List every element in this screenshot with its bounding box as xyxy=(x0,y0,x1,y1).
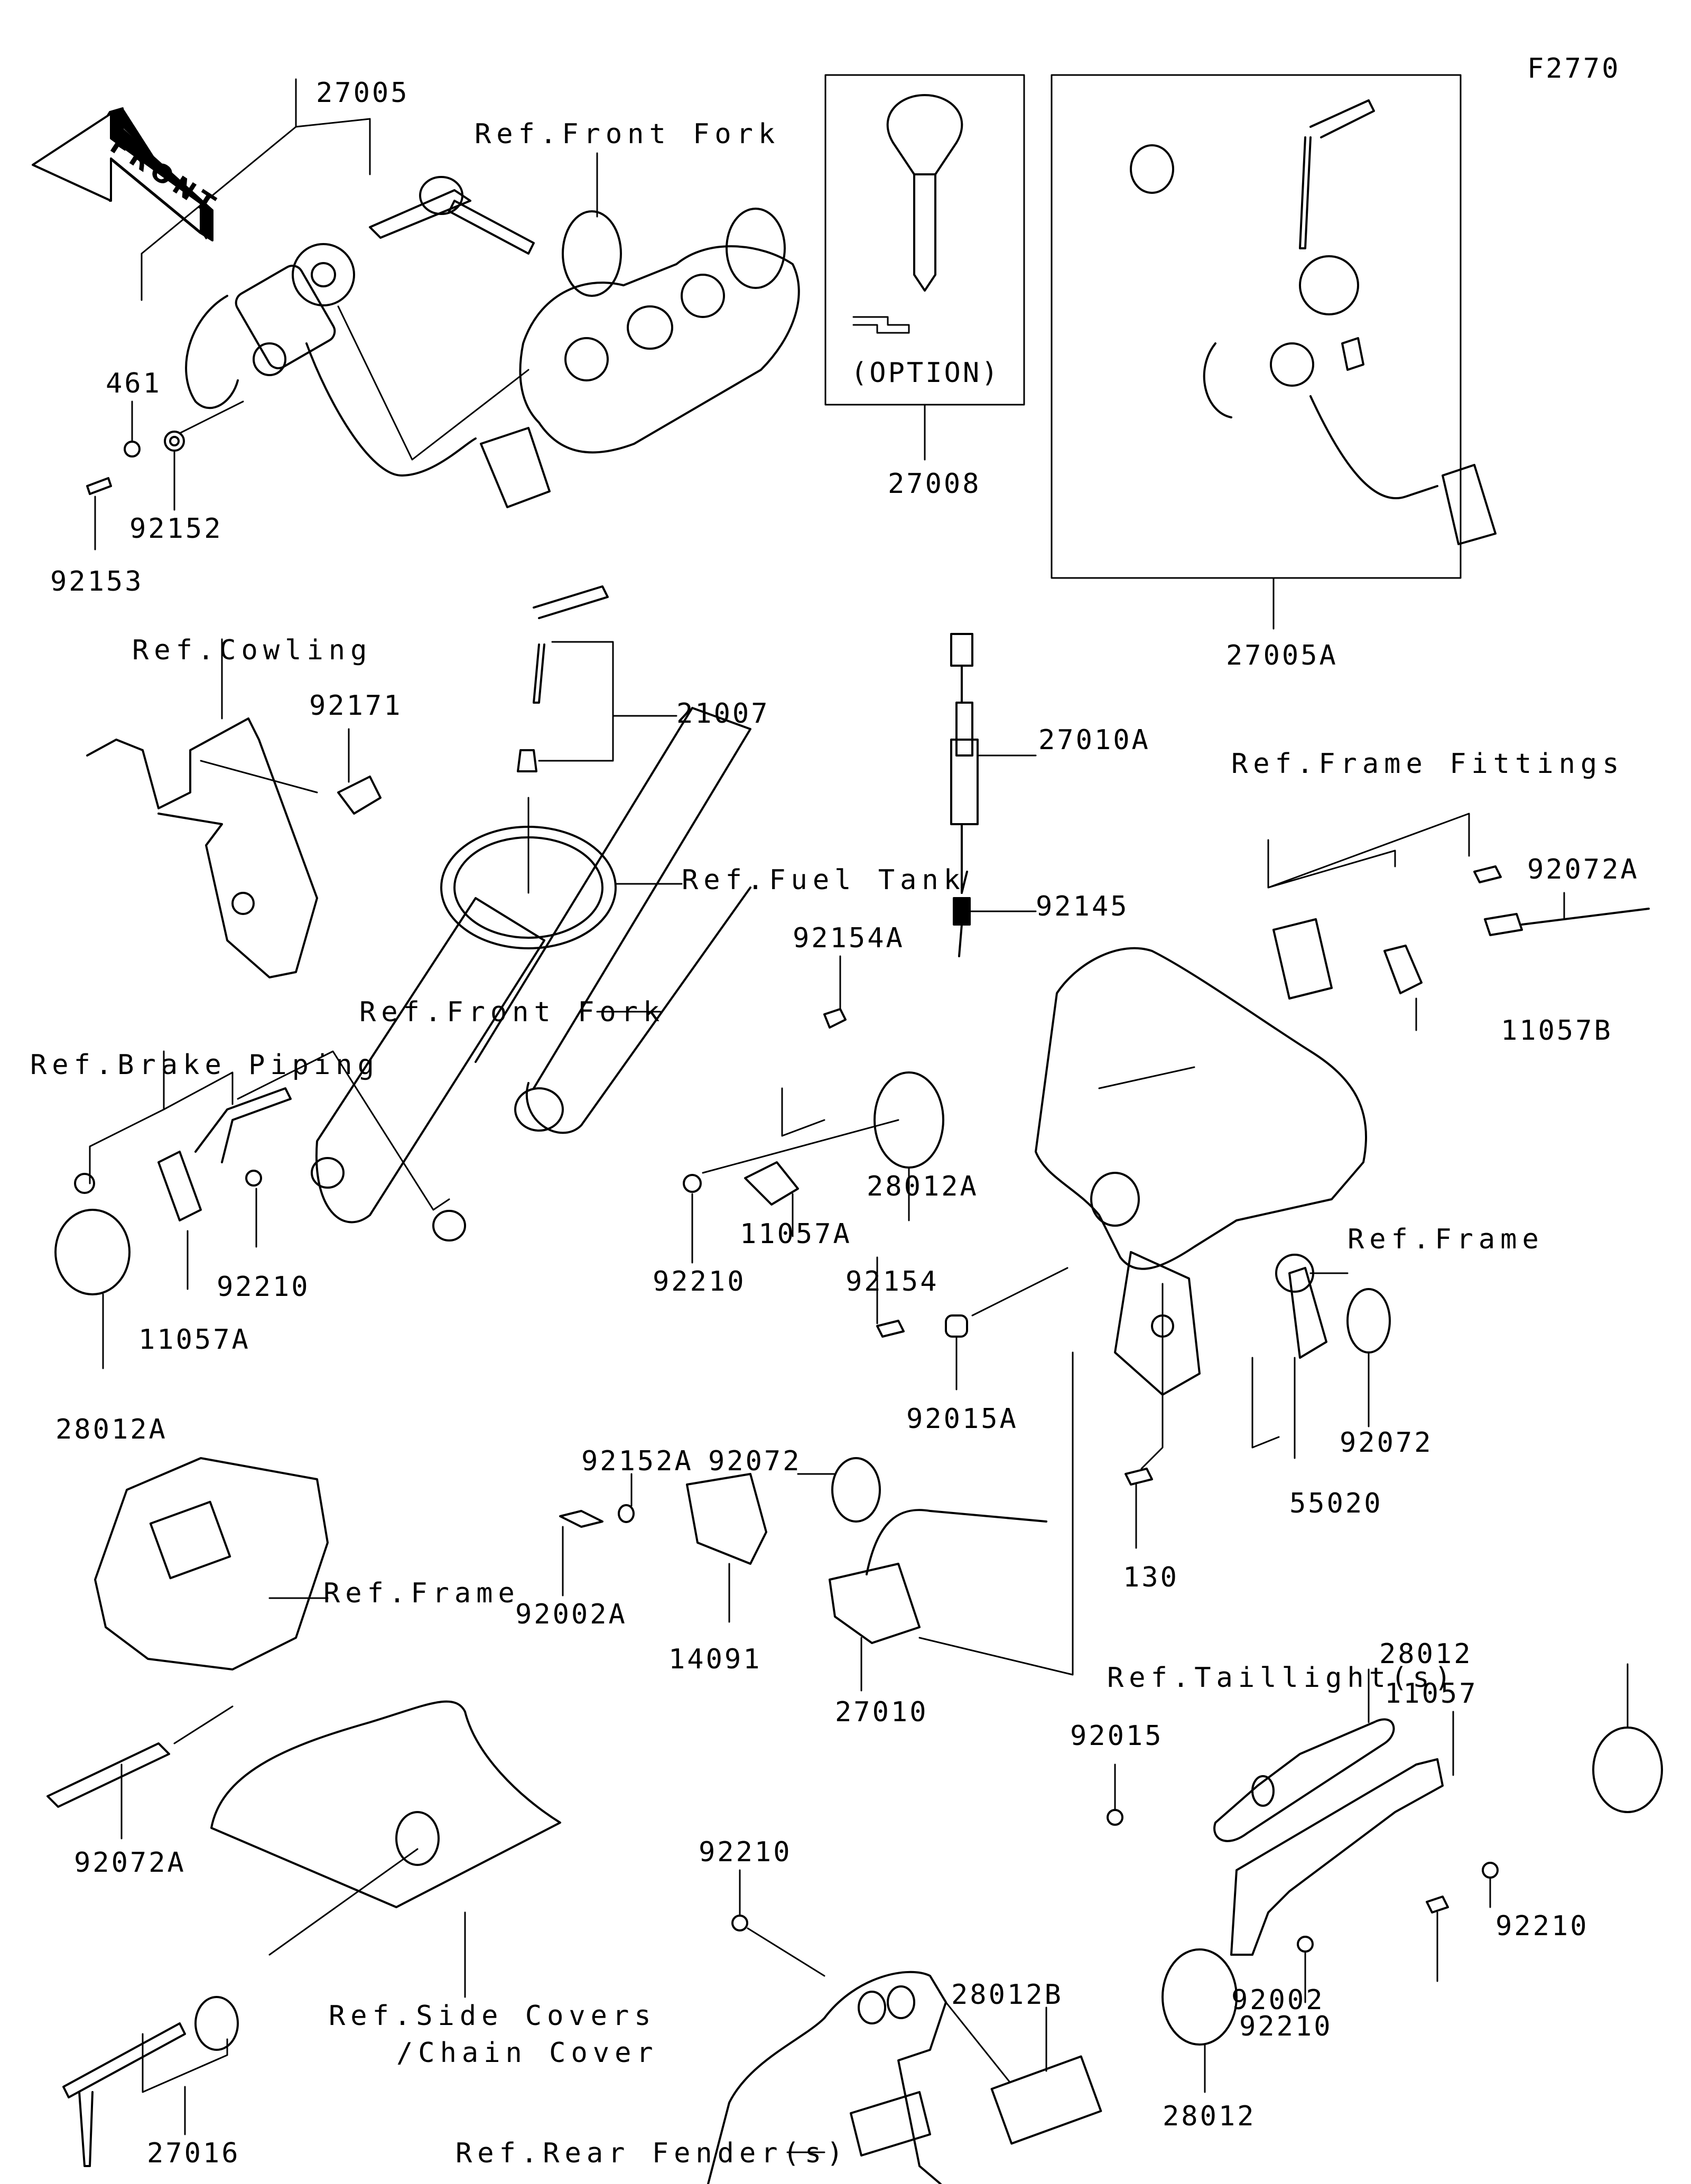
ref-chain-cover[interactable]: /Chain Cover xyxy=(396,2037,658,2069)
part-number-14091[interactable]: 14091 xyxy=(668,1644,762,1675)
frame-section-icon xyxy=(1035,947,1368,1396)
ref-front-fork-top[interactable]: Ref.Front Fork xyxy=(475,118,781,150)
part-number-27010[interactable]: 27010 xyxy=(835,1696,928,1728)
fastener-icons xyxy=(86,400,244,550)
part-number-11057A-mid[interactable]: 11057A xyxy=(740,1218,852,1250)
ref-frame-left[interactable]: Ref.Frame xyxy=(323,1578,520,1609)
part-number-28012-top[interactable]: 28012 xyxy=(1379,1638,1473,1670)
part-number-92002A[interactable]: 92002A xyxy=(515,1599,627,1630)
sidestand-hardware-icon xyxy=(876,1256,1391,1549)
part-number-92152[interactable]: 92152 xyxy=(129,513,223,545)
side-cover-icon xyxy=(62,1700,561,2167)
ref-frame-right[interactable]: Ref.Frame xyxy=(1348,1224,1544,1255)
frame-fittings-bracket-icon xyxy=(1267,813,1650,1031)
part-number-27005A[interactable]: 27005A xyxy=(1226,640,1338,671)
ref-taillights[interactable]: Ref.Taillight(s) xyxy=(1107,1662,1456,1694)
part-number-130[interactable]: 130 xyxy=(1123,1562,1179,1593)
ref-brake-piping[interactable]: Ref.Brake Piping xyxy=(30,1049,379,1081)
ref-frame-fittings[interactable]: Ref.Frame Fittings xyxy=(1231,748,1624,780)
part-number-55020[interactable]: 55020 xyxy=(1289,1488,1383,1519)
part-number-28012A-left[interactable]: 28012A xyxy=(55,1414,168,1445)
part-number-92153[interactable]: 92153 xyxy=(50,566,144,598)
part-number-92072A-bottom[interactable]: 92072A xyxy=(74,1847,186,1879)
part-number-92210-left[interactable]: 92210 xyxy=(217,1271,310,1303)
ref-rear-fenders[interactable]: Ref.Rear Fender(s) xyxy=(456,2138,849,2169)
kit-box-frame xyxy=(1051,74,1462,579)
ref-side-covers[interactable]: Ref.Side Covers xyxy=(329,2000,656,2032)
part-number-92072A-top[interactable]: 92072A xyxy=(1527,854,1639,885)
ref-front-fork-mid[interactable]: Ref.Front Fork xyxy=(359,996,665,1028)
front-arrow-icon xyxy=(32,107,213,241)
option-box-frame xyxy=(824,74,1025,406)
part-number-27010A[interactable]: 27010A xyxy=(1038,724,1150,756)
part-number-11057[interactable]: 11057 xyxy=(1385,1678,1478,1710)
part-number-28012B[interactable]: 28012B xyxy=(951,1979,1063,2011)
option-key-icon xyxy=(852,94,963,334)
part-number-92210-fender[interactable]: 92210 xyxy=(699,1836,792,1868)
part-number-92015[interactable]: 92015 xyxy=(1070,1720,1164,1752)
part-number-27005[interactable]: 27005 xyxy=(316,77,410,109)
rear-reflector-bracket-icon xyxy=(1107,1663,1663,2093)
part-number-27008[interactable]: 27008 xyxy=(888,468,981,500)
steering-stem-head-icon xyxy=(519,152,800,454)
side-reflector-bracket-icon xyxy=(683,955,944,1264)
figure-code: F2770 xyxy=(1527,53,1621,85)
part-number-92210-mid[interactable]: 92210 xyxy=(653,1266,746,1298)
part-number-92072-right[interactable]: 92072 xyxy=(1340,1427,1433,1459)
part-number-21007[interactable]: 21007 xyxy=(676,698,770,730)
part-number-92002[interactable]: 92002 xyxy=(1231,1984,1325,2016)
part-number-28012A-mid[interactable]: 28012A xyxy=(867,1171,979,1202)
rear-frame-icon xyxy=(47,1457,329,1840)
part-number-92152A[interactable]: 92152A xyxy=(581,1445,693,1477)
kit-contents-icon xyxy=(1130,99,1497,545)
part-number-92154A[interactable]: 92154A xyxy=(793,922,905,954)
option-label: (OPTION) xyxy=(851,357,1000,389)
part-number-27016[interactable]: 27016 xyxy=(147,2138,240,2169)
part-number-92015A[interactable]: 92015A xyxy=(906,1403,1018,1435)
front-fork-icon xyxy=(311,707,751,1242)
rear-fender-icon xyxy=(707,1869,1102,2184)
fuel-cap-assembly-icon xyxy=(440,585,683,949)
part-number-92171[interactable]: 92171 xyxy=(309,690,403,722)
part-number-28012-bottom[interactable]: 28012 xyxy=(1163,2101,1256,2132)
sidestand-switch-icon xyxy=(559,1351,1074,1692)
ref-cowling[interactable]: Ref.Cowling xyxy=(132,634,373,666)
part-number-461[interactable]: 461 xyxy=(106,368,162,399)
part-number-11057A-left[interactable]: 11057A xyxy=(138,1324,250,1356)
part-number-92210-r2[interactable]: 92210 xyxy=(1239,2011,1333,2042)
ref-fuel-tank[interactable]: Ref.Fuel Tank xyxy=(682,864,965,896)
ignition-switch-assembly-icon xyxy=(141,78,551,508)
sidestand-switch-sensor-icon xyxy=(950,633,1037,957)
cowling-bracket-icon xyxy=(86,638,382,978)
brake-piping-bracket-icon xyxy=(54,1050,450,1369)
part-number-11057B[interactable]: 11057B xyxy=(1501,1015,1613,1047)
key-pair-icon xyxy=(369,176,535,255)
part-number-92072-mid[interactable]: 92072 xyxy=(708,1445,802,1477)
part-number-92145[interactable]: 92145 xyxy=(1036,891,1129,922)
part-number-92210-r1[interactable]: 92210 xyxy=(1495,1910,1589,1942)
part-number-92154[interactable]: 92154 xyxy=(846,1266,939,1298)
